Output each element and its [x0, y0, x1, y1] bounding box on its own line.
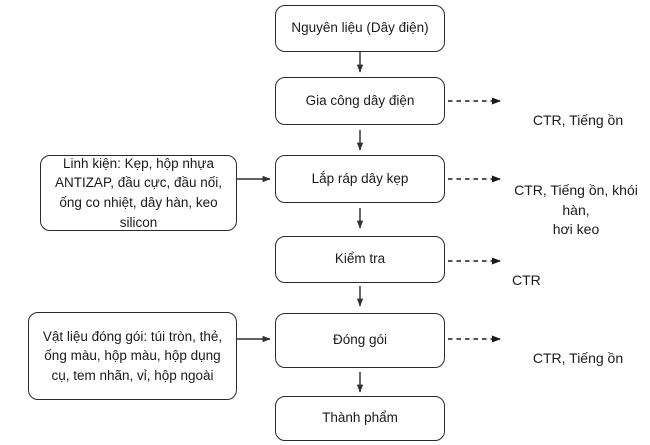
node-raw-material-label: Nguyên liệu (Dây điện)	[291, 20, 429, 36]
node-components-input[interactable]: Linh kiện: Kẹp, hộp nhựa ANTIZAP, đầu cự…	[40, 155, 237, 231]
node-clamp-assembly[interactable]: Lắp ráp dây kẹp	[275, 155, 445, 203]
node-packaging[interactable]: Đóng gói	[275, 313, 445, 368]
node-packaging-material-input[interactable]: Vật liệu đóng gói: túi tròn, thẻ, ống mà…	[28, 312, 237, 400]
node-packaging-label: Đóng gói	[332, 332, 388, 348]
node-components-input-label: Linh kiện: Kẹp, hộp nhựa ANTIZAP, đầu cự…	[54, 155, 223, 230]
output-label-clamp-assembly: CTR, Tiếng ồn, khói hàn, hơi keo	[504, 162, 648, 239]
output-label-packaging: CTR, Tiếng ồn	[512, 330, 644, 369]
node-wire-processing[interactable]: Gia công dây điện	[275, 77, 445, 125]
node-packaging-material-input-label: Vật liệu đóng gói: túi tròn, thẻ, ống mà…	[42, 328, 223, 383]
node-inspection-label: Kiểm tra	[334, 251, 386, 267]
output-label-packaging-text: CTR, Tiếng ồn	[532, 350, 624, 367]
node-raw-material[interactable]: Nguyên liệu (Dây điện)	[275, 5, 445, 52]
node-clamp-assembly-label: Lắp ráp dây kẹp	[311, 170, 409, 186]
output-label-inspection-text: CTR	[512, 272, 541, 289]
node-finished-product[interactable]: Thành phẩm	[275, 396, 445, 441]
output-label-wire-processing-text: CTR, Tiếng ồn	[532, 112, 624, 129]
output-label-inspection: CTR	[512, 252, 632, 291]
node-inspection[interactable]: Kiểm tra	[275, 236, 445, 283]
node-finished-product-label: Thành phẩm	[322, 410, 398, 426]
output-label-clamp-assembly-text: CTR, Tiếng ồn, khói hàn, hơi keo	[514, 182, 638, 237]
output-label-wire-processing: CTR, Tiếng ồn	[512, 92, 644, 131]
node-wire-processing-label: Gia công dây điện	[305, 92, 415, 108]
